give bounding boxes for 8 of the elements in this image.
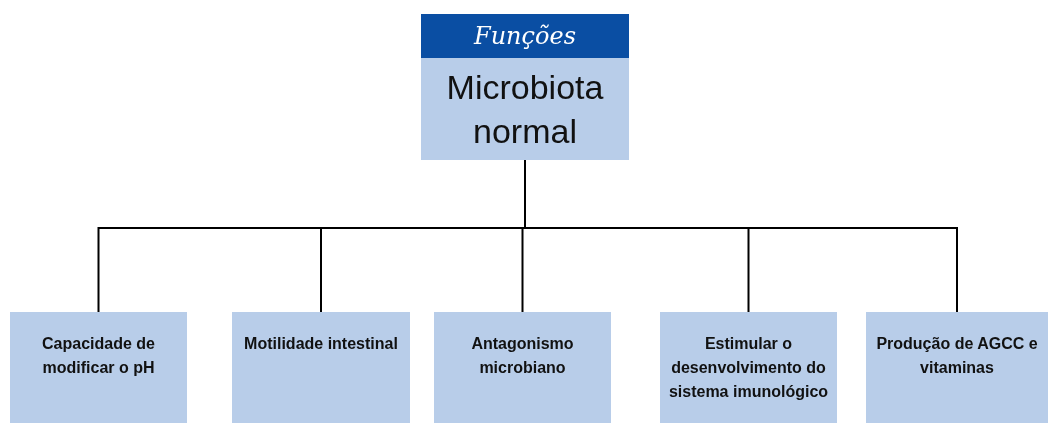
function-box: Estimular o desenvolvimento do sistema imunológico [660, 312, 837, 423]
function-box: Produção de AGCC e vitaminas [866, 312, 1048, 423]
function-box: Antagonismo microbiano [434, 312, 611, 423]
function-box: Capacidade de modificar o pH [10, 312, 187, 423]
header-band: Funções [421, 14, 629, 58]
function-box: Motilidade intestinal [232, 312, 410, 423]
title-text: Microbiota normal [445, 67, 605, 152]
title-box [421, 14, 629, 160]
